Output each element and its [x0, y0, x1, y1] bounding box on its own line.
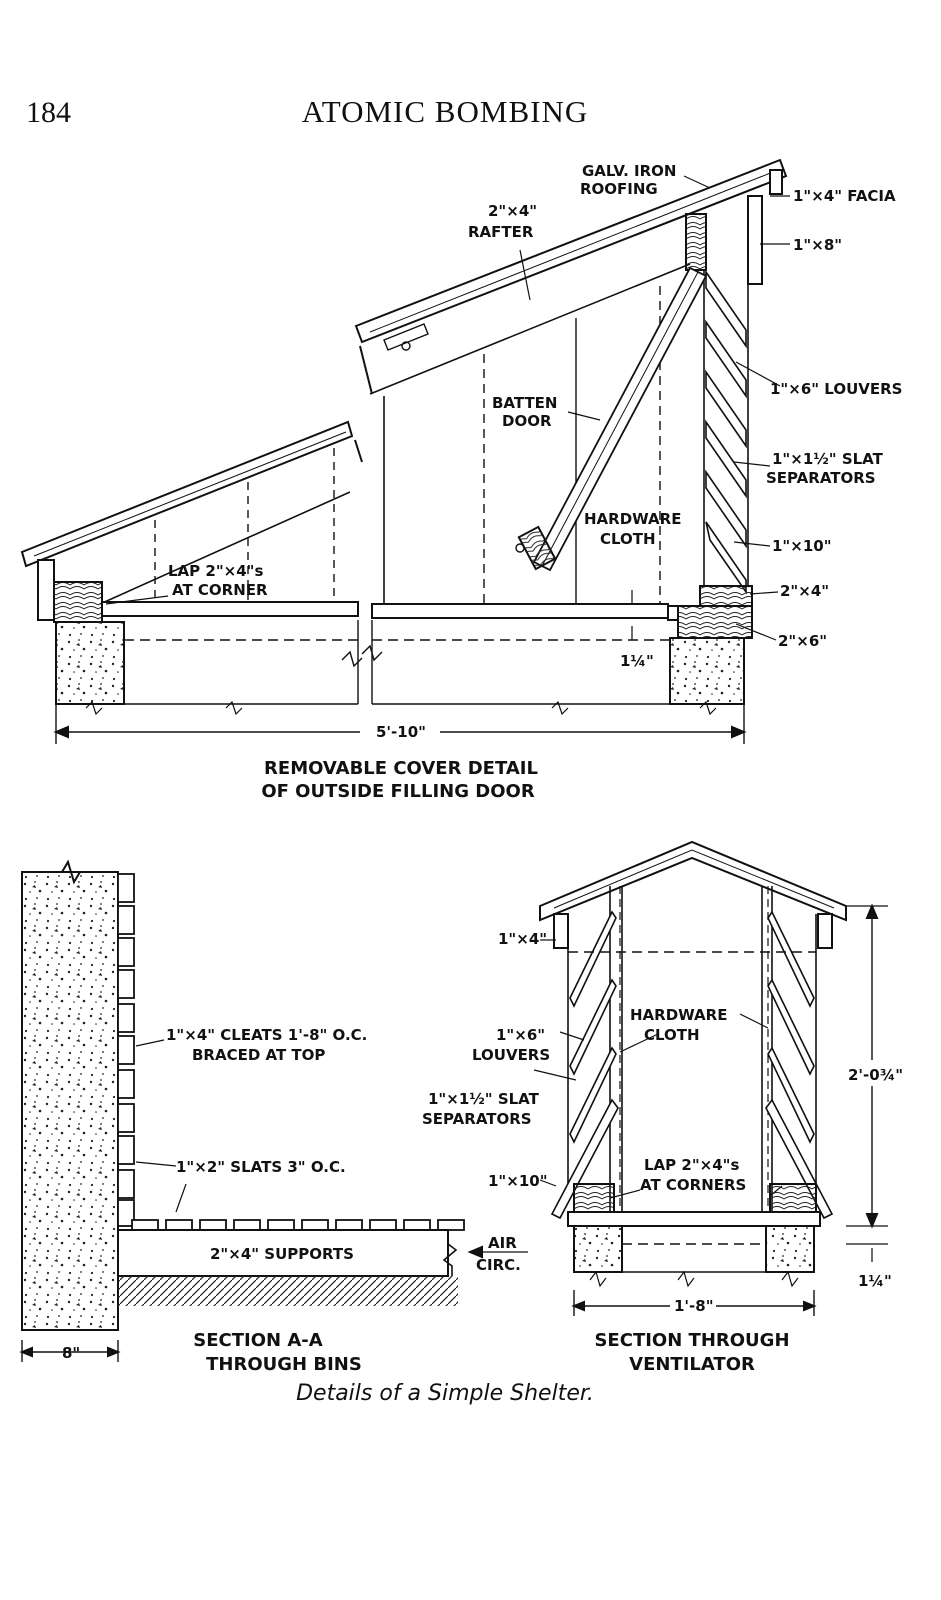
label-wall-thickness: 8" [62, 1344, 80, 1362]
left-title-line2: THROUGH BINS [206, 1354, 362, 1375]
figure-caption: Details of a Simple Shelter. [296, 1381, 594, 1406]
right-title-line2: VENTILATOR [629, 1354, 755, 1375]
label-louver-size: 1"×6" [496, 1026, 545, 1044]
label-1x10: 1"×10" [772, 537, 832, 555]
label-cloth: CLOTH [644, 1026, 700, 1044]
label-braced: BRACED AT TOP [192, 1046, 325, 1064]
label-roofing: ROOFING [580, 180, 658, 198]
ventilator-section-labels: 1"×4" 1"×6" LOUVERS 1"×1½" SLAT SEPARATO… [422, 930, 903, 1375]
label-width: 5'-10" [376, 723, 426, 741]
label-galv-iron: GALV. IRON [582, 162, 676, 180]
section-a-a-labels: 1"×4" CLEATS 1'-8" O.C. BRACED AT TOP 1"… [62, 1026, 521, 1375]
label-quarter: 1¼" [620, 652, 654, 670]
label-1x10: 1"×10" [488, 1172, 548, 1190]
label-louvers: 1"×6" LOUVERS [770, 380, 902, 398]
section-a-a-drawing [19, 859, 528, 1362]
label-louvers: LOUVERS [472, 1046, 550, 1064]
label-rafter: RAFTER [468, 223, 534, 241]
label-air: AIR [488, 1234, 517, 1252]
label-1x4: 1"×4" [498, 930, 547, 948]
label-cloth: CLOTH [600, 530, 656, 548]
label-separators: SEPARATORS [422, 1110, 532, 1128]
label-supports: 2"×4" SUPPORTS [210, 1245, 354, 1263]
label-1x8: 1"×8" [793, 236, 842, 254]
label-cleats: 1"×4" CLEATS 1'-8" O.C. [166, 1026, 367, 1044]
left-title-line1: SECTION A-A [193, 1330, 322, 1351]
label-slats: 1"×2" SLATS 3" O.C. [176, 1158, 346, 1176]
label-lap: LAP 2"×4"s [168, 562, 263, 580]
label-width: 1'-8" [674, 1297, 714, 1315]
page-number: 184 [26, 96, 71, 129]
right-title-line1: SECTION THROUGH [594, 1330, 789, 1351]
label-rafter-size: 2"×4" [488, 202, 537, 220]
label-quarter: 1¼" [858, 1272, 892, 1290]
label-height: 2'-0¾" [848, 1066, 903, 1084]
top-title-line1: REMOVABLE COVER DETAIL [264, 758, 538, 779]
ventilator-section-drawing [533, 840, 888, 1316]
label-separators: SEPARATORS [766, 469, 876, 487]
removable-cover-drawing [20, 158, 790, 744]
label-hardware: HARDWARE [584, 510, 681, 528]
label-door: DOOR [502, 412, 552, 430]
label-lap: LAP 2"×4"s [644, 1156, 739, 1174]
label-at-corner: AT CORNER [172, 581, 268, 599]
label-facia: 1"×4" FACIA [793, 187, 896, 205]
label-hardware: HARDWARE [630, 1006, 727, 1024]
label-circ: CIRC. [476, 1256, 521, 1274]
removable-cover-labels: GALV. IRON ROOFING 1"×4" FACIA 1"×8" 2"×… [168, 162, 902, 802]
running-head: ATOMIC BOMBING [301, 94, 589, 129]
label-2x6: 2"×6" [778, 632, 827, 650]
top-title-line2: OF OUTSIDE FILLING DOOR [261, 781, 535, 802]
label-at-corners: AT CORNERS [640, 1176, 746, 1194]
label-slat: 1"×1½" SLAT [428, 1090, 540, 1108]
label-slat: 1"×1½" SLAT [772, 450, 884, 468]
label-2x4: 2"×4" [780, 582, 829, 600]
label-batten: BATTEN [492, 394, 558, 412]
